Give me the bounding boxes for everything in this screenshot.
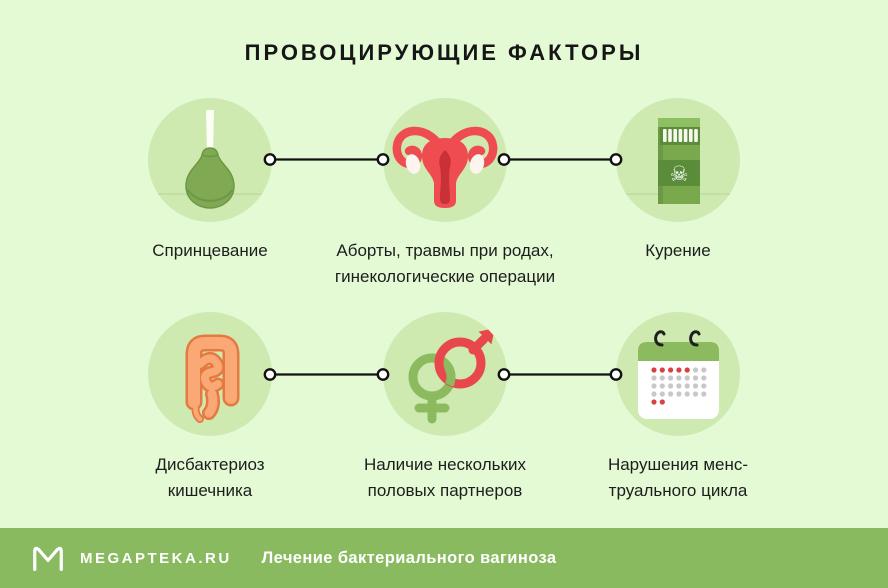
factor-circle-dysbiosis — [148, 312, 272, 436]
page-title: ПРОВОЦИРУЮЩИЕ ФАКТОРЫ — [244, 40, 644, 65]
cigarette-pack-icon: ☠ — [658, 118, 700, 204]
footer-caption: Лечение бактериального вагиноза — [261, 548, 557, 567]
factor-label-cycle: Нарушения менс- труального цикла — [607, 455, 749, 500]
connector-line — [497, 153, 623, 166]
svg-text:☠: ☠ — [670, 162, 689, 186]
factor-label-abortion: Аборты, травмы при родах, гинекологическ… — [334, 241, 556, 286]
uterus-icon — [392, 126, 498, 208]
douche-icon — [185, 110, 235, 209]
factor-label-smoking: Курение — [645, 241, 711, 260]
factor-label-douche: Спринцевание — [152, 241, 268, 260]
connector-line — [263, 368, 390, 381]
factor-circle-douche — [148, 98, 272, 222]
calendar-icon — [638, 330, 719, 419]
connector-line — [497, 368, 623, 381]
factor-circle-partners — [383, 312, 507, 436]
gender-symbols-icon — [408, 328, 495, 424]
footer-bar: MEGAPTEKA.RU Лечение бактериального ваги… — [0, 528, 888, 588]
factor-label-dysbiosis: Дисбактериоз кишечника — [155, 455, 265, 500]
factor-circle-uterus — [383, 98, 507, 222]
factor-circle-cycle — [616, 312, 740, 436]
factor-circle-smoking: ☠ — [616, 98, 740, 222]
intestines-icon — [185, 334, 240, 423]
megapteka-logo-icon — [33, 546, 63, 571]
factor-label-partners: Наличие нескольких половых партнеров — [364, 455, 526, 500]
brand-name: MEGAPTEKA.RU — [80, 549, 232, 567]
connector-line — [263, 153, 390, 166]
